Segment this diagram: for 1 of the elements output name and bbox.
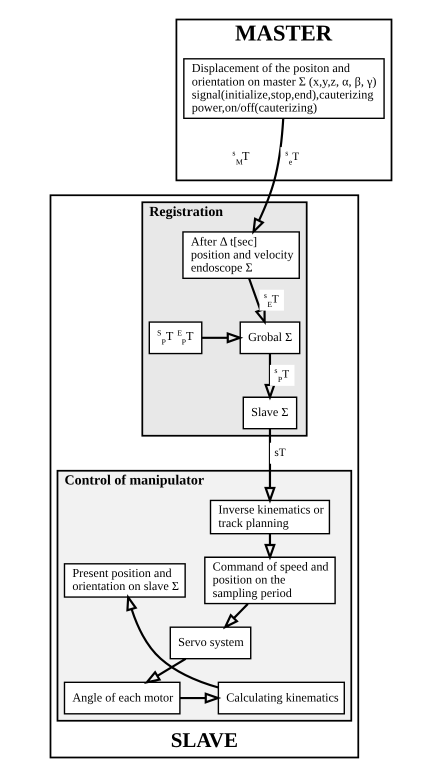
edge-label: sT [274,447,286,460]
